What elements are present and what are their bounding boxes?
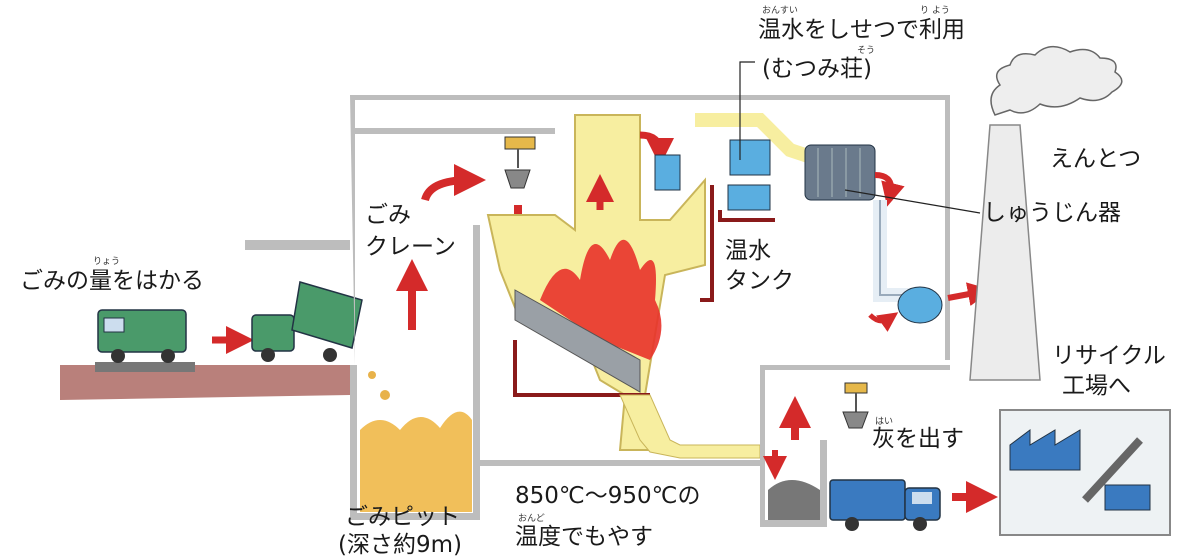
- boiler: [654, 154, 681, 191]
- label-weigh-garbage: ごみの量をはかる: [20, 268, 204, 294]
- crane-rail: [355, 128, 555, 134]
- label-crane-1: ごみ: [365, 202, 411, 228]
- hotwater-furigana-3: そう: [857, 46, 876, 56]
- chimney-smoke: [990, 46, 1123, 116]
- label-pit-2: (深さ約9m): [338, 532, 462, 558]
- label-recycle-1: リサイクル: [1052, 343, 1166, 369]
- weigh-furigana: りょう: [93, 257, 121, 267]
- ash-crane: [842, 382, 869, 429]
- ash-furigana: はい: [875, 417, 894, 427]
- recycle-factory: [999, 409, 1171, 536]
- label-recycle-2: 工場へ: [1062, 373, 1131, 399]
- label-crane-2: クレーン: [365, 234, 456, 260]
- crane-beam: [245, 240, 350, 250]
- label-tank-2: タンク: [725, 268, 794, 294]
- hot-water-tank-upper: [729, 139, 771, 176]
- burn-furigana: おんど: [518, 514, 545, 524]
- label-chimney: えんとつ: [1050, 146, 1142, 172]
- arrow-crane-over: [421, 164, 486, 202]
- ash-truck: [829, 479, 941, 531]
- hot-water-tank: [727, 184, 771, 211]
- air-duct: [513, 340, 650, 397]
- weighing-scale: [95, 362, 195, 372]
- label-ash-out: 灰を出す: [872, 426, 964, 452]
- label-hotwater-use-2: (むつみ荘): [762, 56, 872, 82]
- hotwater-furigana-2: り よう: [920, 6, 950, 16]
- label-tank-1: 温水: [725, 238, 771, 264]
- plant-floor: [480, 460, 760, 466]
- ground: [60, 365, 350, 400]
- stoker-grate: [514, 289, 641, 393]
- garbage-truck-dumping: [251, 281, 363, 362]
- dust-collector: [804, 144, 876, 201]
- label-burn-1: 850℃〜950℃の: [515, 483, 701, 509]
- label-hotwater-use-1: 温水をしせつで利用: [758, 17, 965, 43]
- label-burn-2: 温度でもやす: [515, 524, 653, 550]
- label-pit-1: ごみピット: [345, 504, 460, 530]
- chimney: [969, 124, 1041, 381]
- pit-garbage-pile: [360, 411, 472, 512]
- induced-draft-fan: [897, 286, 943, 324]
- crane-grab: [504, 136, 536, 189]
- label-dust-collector: しゅうじん器: [983, 200, 1121, 226]
- garbage-truck-weighing: [97, 309, 187, 363]
- ash-pile: [768, 480, 820, 520]
- furnace-flames: [540, 239, 662, 360]
- hotwater-furigana-1: おんすい: [762, 6, 798, 16]
